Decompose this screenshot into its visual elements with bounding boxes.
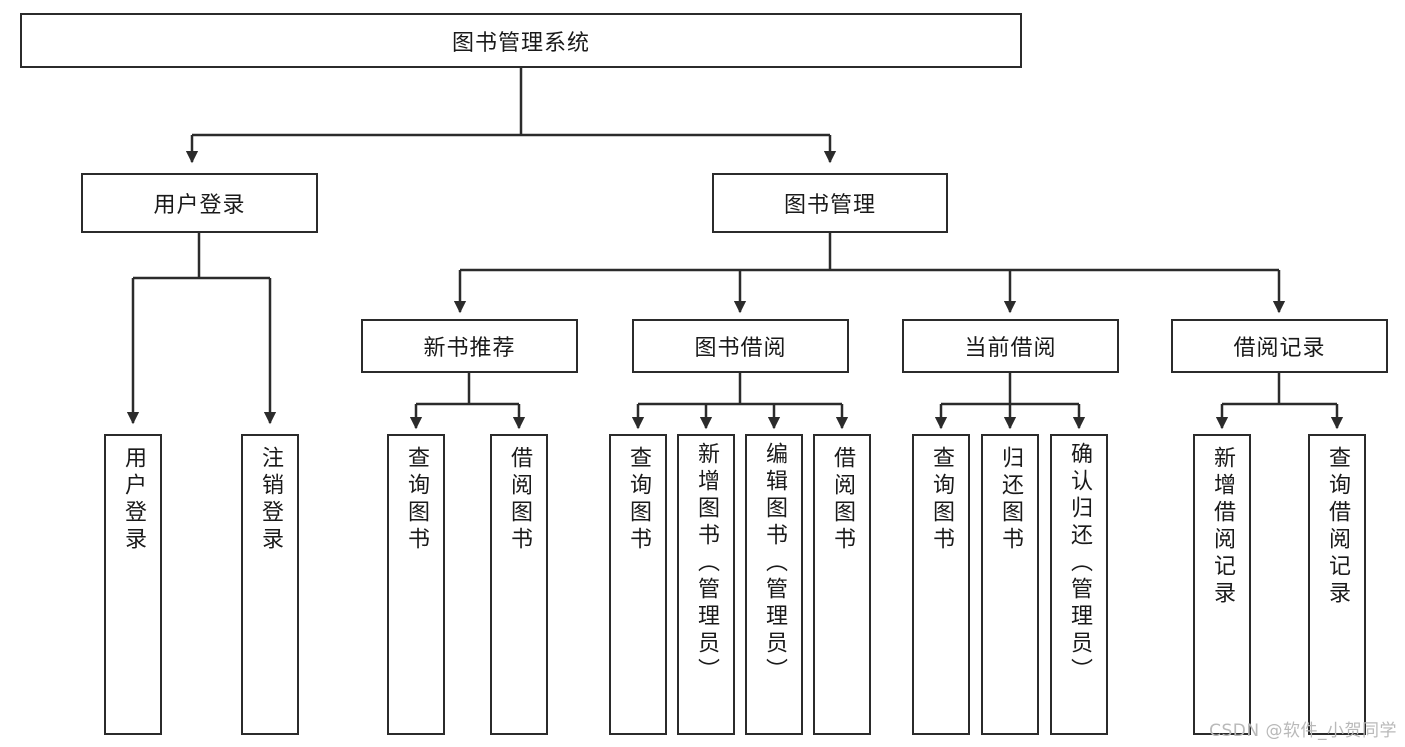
node-borrow-record[interactable]: 借阅记录 bbox=[1171, 319, 1388, 373]
leaf-current-borrow-1[interactable]: 查询图书 bbox=[912, 434, 970, 735]
node-root-label: 图书管理系统 bbox=[451, 30, 590, 56]
leaf-book-borrow-2-label: 新增图书（管理员） bbox=[694, 442, 719, 685]
leaf-book-borrow-2[interactable]: 新增图书（管理员） bbox=[677, 434, 735, 735]
leaf-current-borrow-2-label: 归还图书 bbox=[998, 446, 1023, 554]
leaf-book-borrow-1[interactable]: 查询图书 bbox=[609, 434, 667, 735]
leaf-new-book-2-label: 借阅图书 bbox=[507, 446, 532, 554]
leaf-book-borrow-1-label: 查询图书 bbox=[626, 446, 651, 554]
node-new-book-recommend-label: 新书推荐 bbox=[423, 336, 516, 361]
node-book-management-label: 图书管理 bbox=[783, 193, 876, 218]
leaf-borrow-record-2[interactable]: 查询借阅记录 bbox=[1308, 434, 1366, 735]
node-current-borrow-label: 当前借阅 bbox=[964, 336, 1057, 361]
leaf-borrow-record-2-label: 查询借阅记录 bbox=[1325, 446, 1350, 608]
leaf-book-borrow-3-label: 编辑图书（管理员） bbox=[762, 442, 787, 685]
leaf-current-borrow-1-label: 查询图书 bbox=[929, 446, 954, 554]
leaf-current-borrow-2[interactable]: 归还图书 bbox=[981, 434, 1039, 735]
leaf-user-login-1-label: 用户登录 bbox=[121, 446, 146, 554]
node-book-management[interactable]: 图书管理 bbox=[712, 173, 948, 233]
leaf-book-borrow-3[interactable]: 编辑图书（管理员） bbox=[745, 434, 803, 735]
node-user-login[interactable]: 用户登录 bbox=[81, 173, 318, 233]
leaf-user-login-2-label: 注销登录 bbox=[258, 446, 283, 554]
leaf-new-book-2[interactable]: 借阅图书 bbox=[490, 434, 548, 735]
node-current-borrow[interactable]: 当前借阅 bbox=[902, 319, 1119, 373]
leaf-borrow-record-1[interactable]: 新增借阅记录 bbox=[1193, 434, 1251, 735]
leaf-new-book-1-label: 查询图书 bbox=[404, 446, 429, 554]
leaf-user-login-2[interactable]: 注销登录 bbox=[241, 434, 299, 735]
node-borrow-record-label: 借阅记录 bbox=[1233, 336, 1326, 361]
leaf-book-borrow-4[interactable]: 借阅图书 bbox=[813, 434, 871, 735]
node-root[interactable]: 图书管理系统 bbox=[20, 13, 1022, 68]
leaf-book-borrow-4-label: 借阅图书 bbox=[830, 446, 855, 554]
node-book-borrow[interactable]: 图书借阅 bbox=[632, 319, 849, 373]
node-new-book-recommend[interactable]: 新书推荐 bbox=[361, 319, 578, 373]
leaf-borrow-record-1-label: 新增借阅记录 bbox=[1210, 446, 1235, 608]
leaf-new-book-1[interactable]: 查询图书 bbox=[387, 434, 445, 735]
leaf-user-login-1[interactable]: 用户登录 bbox=[104, 434, 162, 735]
leaf-current-borrow-3-label: 确认归还（管理员） bbox=[1067, 442, 1092, 685]
leaf-current-borrow-3[interactable]: 确认归还（管理员） bbox=[1050, 434, 1108, 735]
node-book-borrow-label: 图书借阅 bbox=[694, 336, 787, 361]
csdn-watermark: CSDN @软件_小贺同学 bbox=[1209, 721, 1397, 741]
node-user-login-label: 用户登录 bbox=[153, 193, 246, 218]
